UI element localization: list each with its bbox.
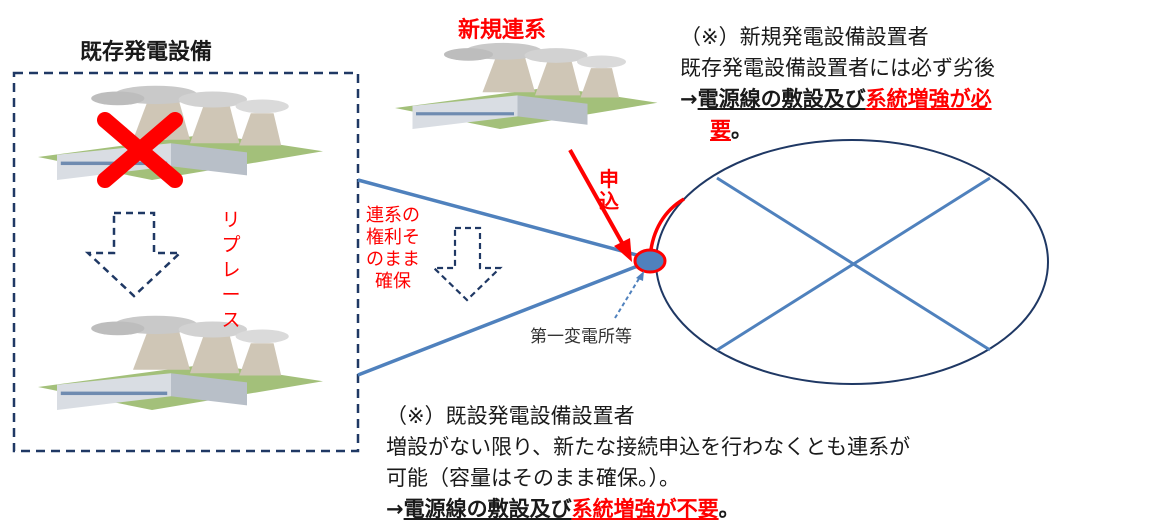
- substation-node: [633, 248, 667, 274]
- apply-label: 申込: [599, 167, 619, 213]
- substation-label: 第一変電所等: [530, 327, 632, 347]
- existing-plant-image-bottom: [38, 315, 323, 410]
- keep-rights-label: 連系の権利そのまま確保: [366, 205, 420, 292]
- substation-pointer: [614, 276, 641, 319]
- existing-note-black: 電源線の敷設及び: [403, 497, 572, 521]
- new-note-line2: 既存発電設備設置者には必ず劣後: [680, 56, 995, 80]
- new-note-end: 。: [731, 118, 752, 142]
- existing-note-line2: 増設がない限り、新たな接続申込を行わなくとも連系が: [386, 435, 911, 459]
- new-plant-image: [395, 42, 658, 129]
- cross-out-mark: [97, 112, 183, 188]
- apply-arrow-head: [614, 238, 632, 262]
- existing-plant-title: 既存発電設備: [80, 40, 213, 65]
- existing-note-red: 系統増強が不要: [571, 497, 719, 521]
- new-note-heading: （※）新規発電設備設置者: [680, 25, 929, 49]
- replace-arrow: [84, 211, 184, 298]
- funnel-line-top: [357, 178, 649, 260]
- existing-note-end: 。: [718, 497, 740, 521]
- grid-line-2: [716, 176, 991, 352]
- existing-note-heading: （※）既設発電設備設置者: [386, 404, 635, 428]
- new-installer-note: （※）新規発電設備設置者 既存発電設備設置者には必ず劣後 →電源線の敷設及び系統…: [680, 22, 995, 146]
- existing-plant-box: [12, 71, 360, 453]
- new-note-arrow: →: [680, 87, 698, 111]
- funnel-line-bottom: [357, 260, 649, 377]
- existing-installer-note: （※）既設発電設備設置者 増設がない限り、新たな接続申込を行わなくとも連系が 可…: [386, 401, 910, 525]
- new-note-line3: →電源線の敷設及び系統増強が必: [680, 84, 995, 115]
- new-connection-title: 新規連系: [458, 18, 547, 43]
- replace-label: リプレース: [221, 209, 241, 331]
- existing-plant-image-top: [38, 85, 323, 180]
- new-note-red-cont: 要: [710, 118, 731, 142]
- keep-rights-arrow: [431, 226, 503, 302]
- existing-note-arrow: →: [386, 497, 404, 521]
- existing-note-line3: 可能（容量はそのまま確保。）。: [386, 466, 680, 490]
- new-note-line4: 要。: [680, 115, 995, 146]
- new-note-red: 系統増強が必: [865, 87, 992, 111]
- existing-note-line4: →電源線の敷設及び系統増強が不要。: [386, 494, 910, 525]
- new-note-black: 電源線の敷設及び: [697, 87, 866, 111]
